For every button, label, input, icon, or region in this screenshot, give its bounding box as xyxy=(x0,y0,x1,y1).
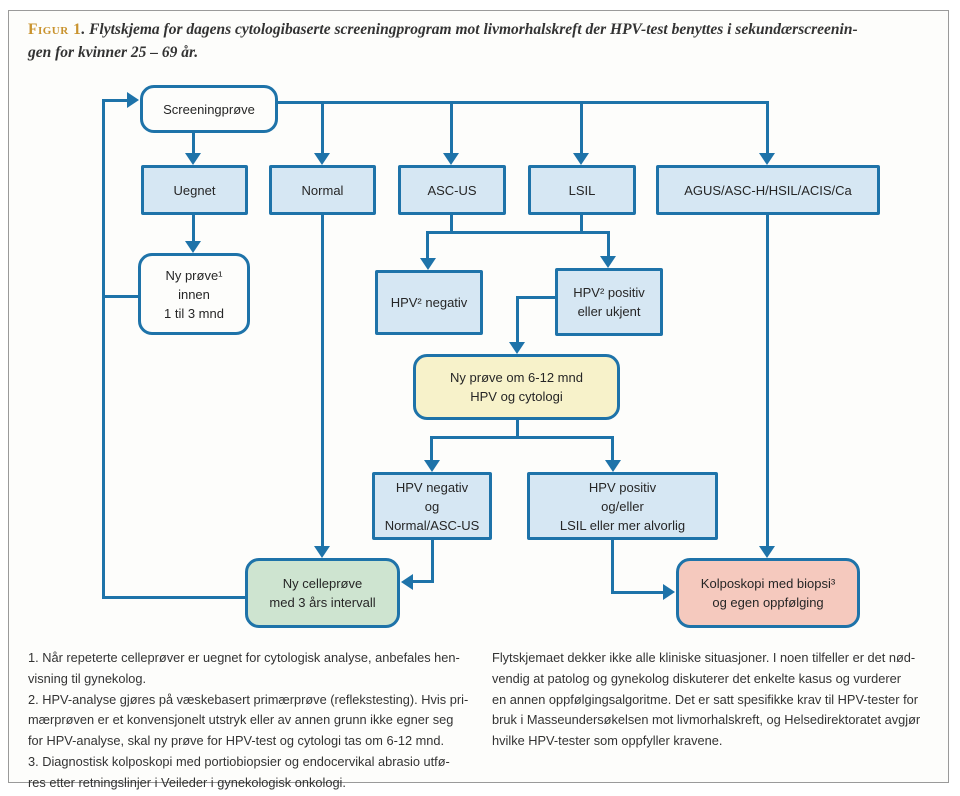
node-normal: Normal xyxy=(269,165,376,215)
edge-result-pink-h xyxy=(611,591,663,594)
edge-main-normal xyxy=(321,101,324,153)
arrow-down-icon xyxy=(314,153,330,165)
edge-nyprove-to-feedback xyxy=(102,295,140,298)
edge-green-to-feedback xyxy=(102,596,247,599)
arrow-left-icon xyxy=(401,574,413,590)
edge-lsil-merge xyxy=(580,214,583,234)
node-asc-us: ASC-US xyxy=(398,165,506,215)
arrow-down-icon xyxy=(759,153,775,165)
arrow-down-icon xyxy=(420,258,436,270)
footnotes-left: 1. Når repeterte celleprøver er uegnet f… xyxy=(28,650,469,790)
arrow-right-icon xyxy=(663,584,675,600)
arrow-down-icon xyxy=(185,153,201,165)
figure-caption-text: . Flytskjema for dagens cytologibaserte … xyxy=(28,21,858,61)
arrow-down-icon xyxy=(573,153,589,165)
arrow-down-icon xyxy=(424,460,440,472)
node-kolposkopi-biopsi: Kolposkopi med biopsi³ og egen oppfølgin… xyxy=(676,558,860,628)
edge-result-green-h xyxy=(413,580,434,583)
node-hpv-negativ: HPV² negativ xyxy=(375,270,483,335)
figure-caption: Figur 1. Flytskjema for dagens cytologib… xyxy=(28,18,936,64)
node-hpv-positiv-ukjent: HPV² positiv eller ukjent xyxy=(555,268,663,336)
edge-result-pink-v xyxy=(611,540,614,594)
edge-merge1 xyxy=(426,231,610,234)
edge-agus-pink xyxy=(766,214,769,546)
arrow-down-icon xyxy=(759,546,775,558)
edge-merge1-hpvneg xyxy=(426,231,429,258)
arrow-down-icon xyxy=(605,460,621,472)
arrow-down-icon xyxy=(443,153,459,165)
edge-main-agus xyxy=(766,101,769,153)
arrow-down-icon xyxy=(185,241,201,253)
edge-merge2-right xyxy=(611,436,614,460)
edge-main-lsil xyxy=(580,101,583,153)
footnotes-right: Flytskjemaet dekker ikke alle kliniske s… xyxy=(492,650,921,749)
edge-result-green-v xyxy=(431,540,434,583)
edge-uegnet-nyprove xyxy=(192,214,195,241)
node-screeningprove: Screeningprøve xyxy=(140,85,278,133)
edge-hpvpos-yellow-v xyxy=(516,296,519,342)
node-ny-prove-1-3-mnd: Ny prøve¹ innen 1 til 3 mnd xyxy=(138,253,250,335)
node-hpv-negativ-normal: HPV negativ og Normal/ASC-US xyxy=(372,472,492,540)
arrow-right-icon xyxy=(127,92,139,108)
edge-hpvpos-yellow-h xyxy=(516,296,557,299)
figure-label: Figur 1 xyxy=(28,21,82,38)
edge-merge1-hpvpos xyxy=(607,231,610,256)
edge-feedback-top xyxy=(102,99,127,102)
edge-yellow-merge2 xyxy=(516,419,519,439)
edge-screening-uegnet xyxy=(192,132,195,154)
arrow-down-icon xyxy=(509,342,525,354)
node-lsil: LSIL xyxy=(528,165,636,215)
node-ny-celleprove-3-ars: Ny celleprøve med 3 års intervall xyxy=(245,558,400,628)
edge-screening-main xyxy=(278,101,769,104)
edge-ascus-merge xyxy=(450,214,453,234)
node-agus-asch-hsil-acis-ca: AGUS/ASC-H/HSIL/ACIS/Ca xyxy=(656,165,880,215)
node-hpv-positiv-lsil-alvorlig: HPV positiv og/eller LSIL eller mer alvo… xyxy=(527,472,718,540)
edge-merge2 xyxy=(430,436,614,439)
edge-main-ascus xyxy=(450,101,453,153)
node-uegnet: Uegnet xyxy=(141,165,248,215)
edge-normal-green xyxy=(321,214,324,546)
arrow-down-icon xyxy=(314,546,330,558)
edge-merge2-left xyxy=(430,436,433,460)
edge-feedback-vertical xyxy=(102,99,105,599)
arrow-down-icon xyxy=(600,256,616,268)
node-ny-prove-6-12-mnd: Ny prøve om 6-12 mnd HPV og cytologi xyxy=(413,354,620,420)
